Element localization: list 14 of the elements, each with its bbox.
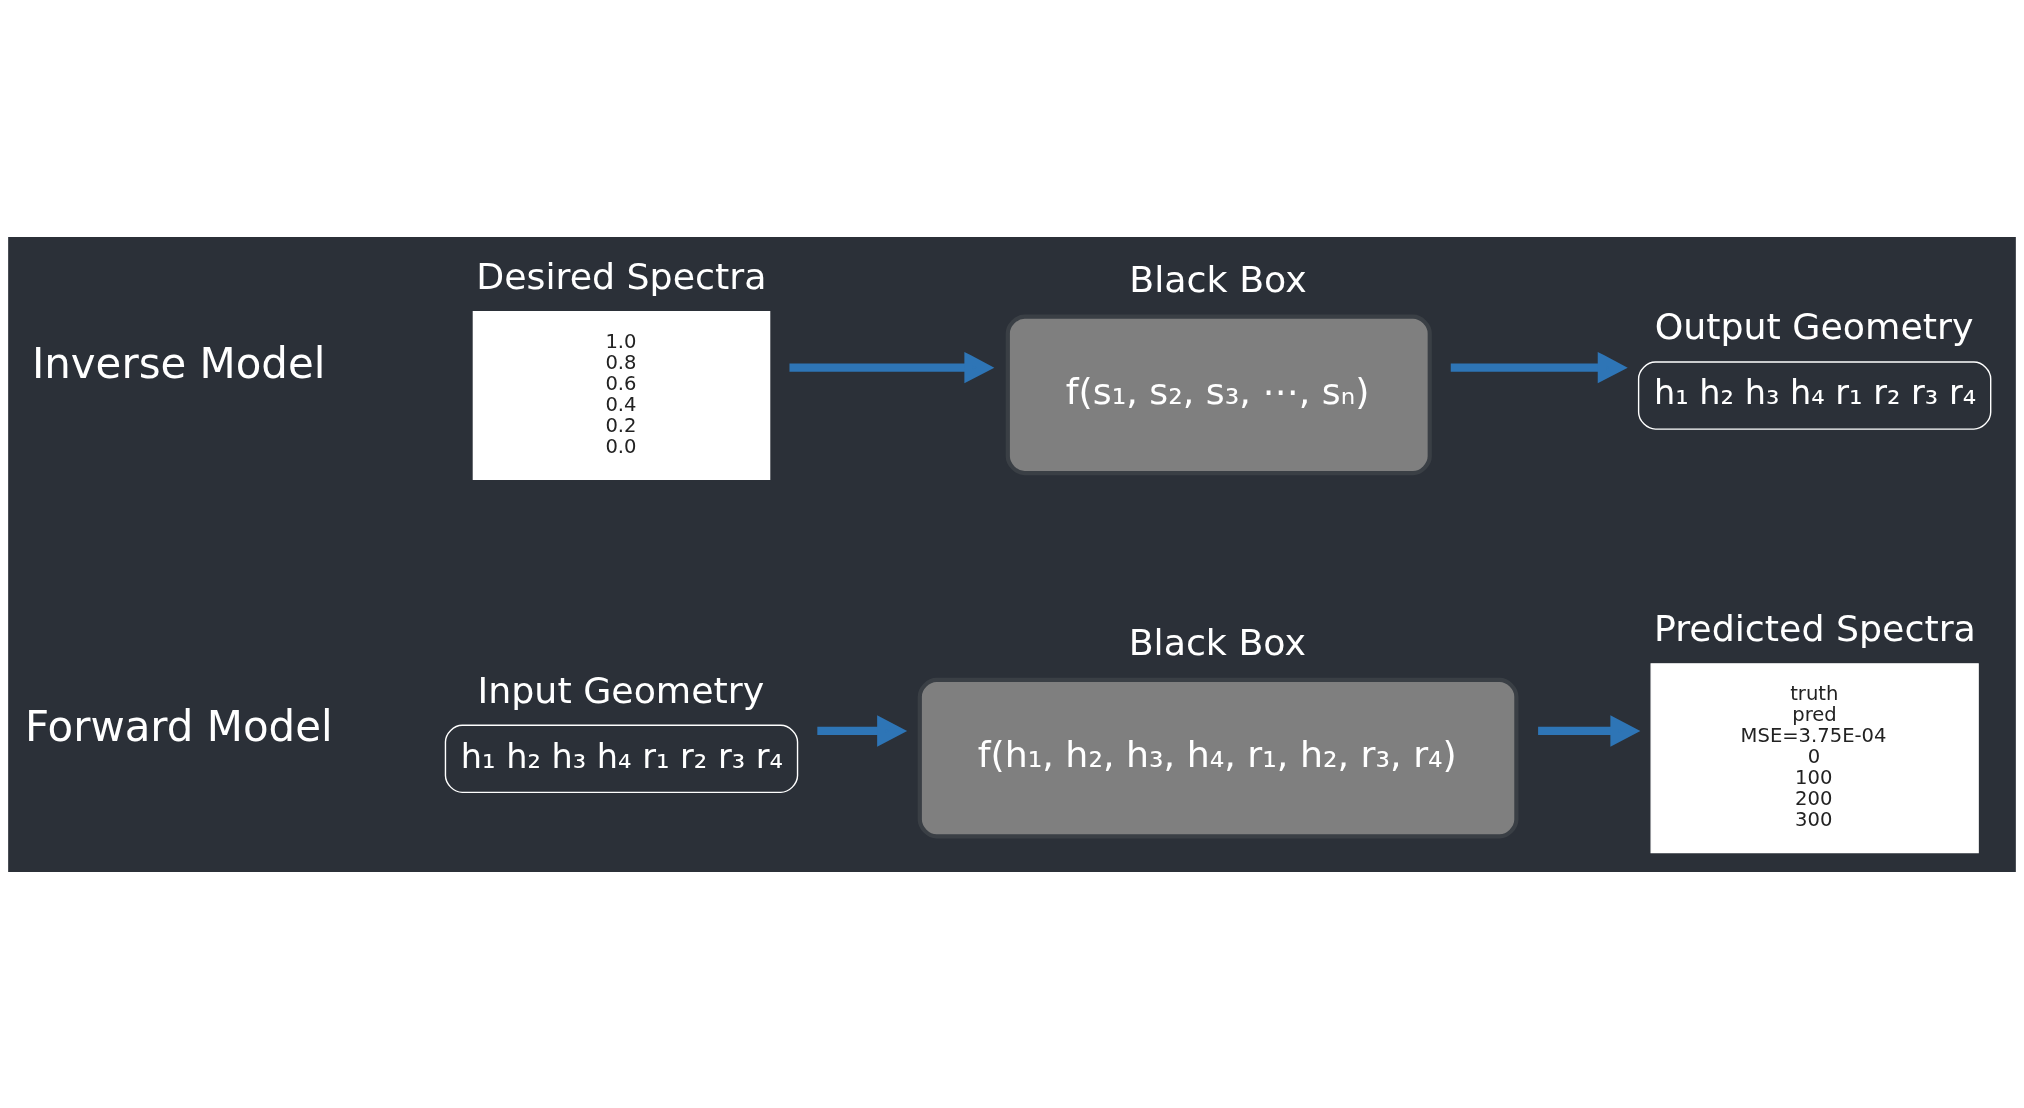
- arrow: [1450, 351, 1628, 383]
- node-label: Black Box: [1129, 257, 1307, 301]
- node-label: Input Geometry: [477, 668, 765, 712]
- label: Forward Model: [24, 701, 333, 751]
- node-label: Predicted Spectra: [1653, 606, 1976, 650]
- node-label: Output Geometry: [1654, 304, 1974, 348]
- arrow: [789, 351, 995, 383]
- node-label: Desired Spectra: [476, 254, 767, 298]
- label: Inverse Model: [31, 338, 326, 388]
- node-box: h₁ h₂ h₃ h₄ r₁ r₂ r₃ r₄: [1637, 360, 1992, 430]
- node-label: Black Box: [1128, 620, 1306, 664]
- arrow: [817, 714, 908, 747]
- node-box: h₁ h₂ h₃ h₄ r₁ r₂ r₃ r₄: [444, 724, 799, 793]
- arrow: [1538, 714, 1641, 747]
